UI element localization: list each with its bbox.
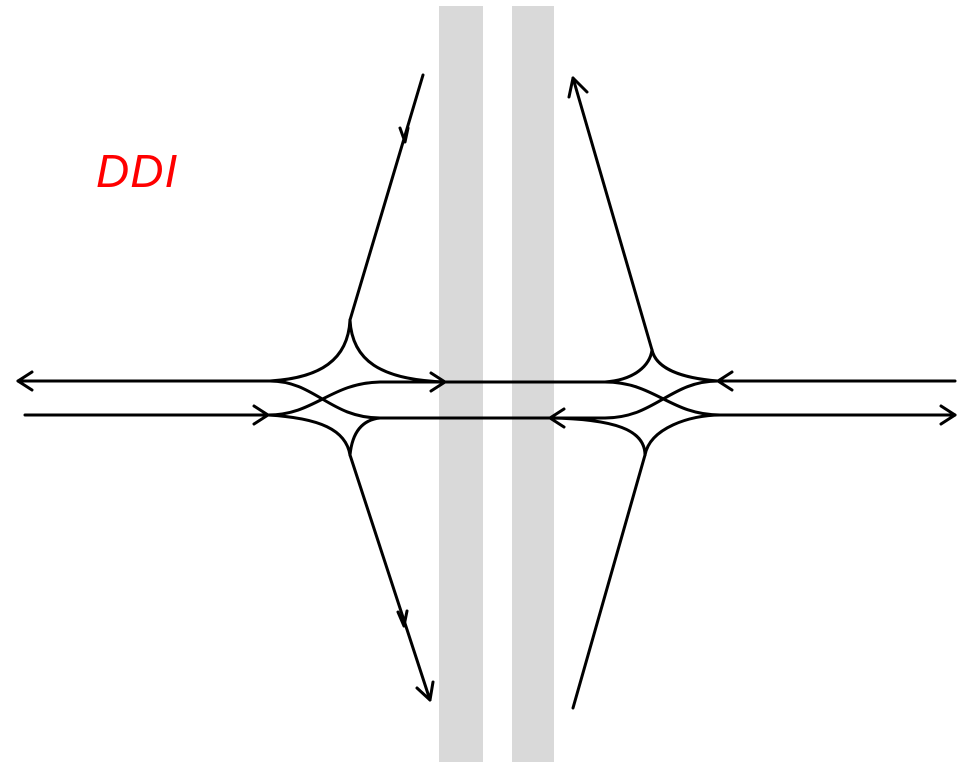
westbound-exit-arrow xyxy=(16,370,34,392)
ramp-top-right xyxy=(571,76,654,352)
ramp-top-right-from-left xyxy=(603,348,654,384)
ramp-top-left-to-right xyxy=(348,318,447,384)
ramp-bottom-right-to-left xyxy=(548,416,647,457)
right-crossover-eastbound xyxy=(603,380,957,417)
ramp-bottom-right xyxy=(571,453,647,710)
ramp-top-left xyxy=(348,73,425,322)
bridge-band-right xyxy=(512,6,554,762)
ramp-bottom-left-mid-arrow xyxy=(396,609,409,628)
ramp-bottom-left-from-left xyxy=(266,413,352,457)
bridge-band-left xyxy=(439,6,483,762)
ramp-bottom-right-to-right xyxy=(643,413,722,457)
ramp-bottom-left-arrow xyxy=(415,680,435,702)
right-crossover-westbound xyxy=(548,379,720,420)
diagram-title: DDI xyxy=(96,145,179,197)
left-crossover-eastbound xyxy=(266,380,447,417)
ramp-top-right-from-right xyxy=(650,348,720,383)
ramp-bottom-left-from-right xyxy=(348,416,382,457)
ramp-bottom-left xyxy=(348,453,432,702)
ramp-top-right-arrow xyxy=(567,76,589,99)
ramp-top-left-to-left xyxy=(268,318,352,383)
ramp-top-left-mid-arrow xyxy=(398,126,410,144)
left-crossover-westbound xyxy=(268,379,552,420)
eastbound-exit-arrow xyxy=(939,404,957,426)
